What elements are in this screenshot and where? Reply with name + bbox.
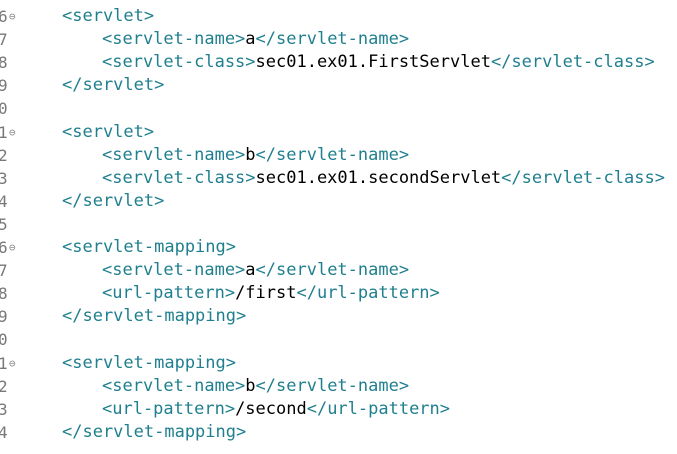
code-content: <servlet> — [62, 121, 154, 144]
code-content: <servlet-name>b</servlet-name> — [102, 144, 409, 167]
xml-text-value: b — [245, 144, 256, 165]
line-number: 3 — [0, 399, 8, 419]
xml-open-tag: </servlet> — [62, 190, 165, 211]
xml-open-tag: <servlet> — [62, 6, 155, 26]
xml-close-tag: </servlet-class> — [501, 167, 665, 188]
code-content: <servlet-name>a</servlet-name> — [102, 259, 409, 282]
line-number: 7 — [0, 261, 8, 281]
xml-close-tag: </url-pattern> — [306, 398, 451, 419]
xml-open-tag: <servlet-name> — [102, 29, 246, 50]
code-content: <url-pattern>/first</url-pattern> — [102, 282, 440, 305]
xml-open-tag: <servlet-class> — [102, 167, 256, 188]
xml-text-value: /first — [235, 283, 297, 304]
fold-toggle-icon[interactable]: ⊖ — [9, 10, 16, 23]
line-number: 9 — [0, 307, 8, 327]
xml-text-value: b — [245, 375, 256, 396]
xml-open-tag: </servlet-mapping> — [62, 306, 247, 327]
line-number: 2 — [0, 376, 8, 396]
code-content: <servlet> — [62, 5, 154, 28]
code-line[interactable]: 2 <servlet-name>b</servlet-name> — [0, 144, 677, 167]
line-number: 0 — [0, 99, 8, 119]
code-line[interactable]: 7 <servlet-name>a</servlet-name> — [0, 259, 677, 282]
line-number: 8 — [0, 284, 8, 304]
code-line[interactable]: 6⊖ <servlet> — [0, 5, 677, 28]
code-content: <servlet-class>sec01.ex01.secondServlet<… — [102, 167, 665, 190]
xml-text-value: /second — [235, 398, 307, 419]
xml-close-tag: </servlet-name> — [255, 375, 410, 396]
fold-toggle-icon[interactable]: ⊖ — [9, 125, 16, 139]
xml-open-tag: <url-pattern> — [102, 398, 236, 419]
xml-text-value: a — [245, 260, 256, 281]
code-content: <servlet-class>sec01.ex01.FirstServlet</… — [102, 51, 655, 74]
xml-close-tag: </servlet-class> — [490, 52, 655, 73]
xml-close-tag: </servlet-name> — [255, 29, 410, 50]
line-number: 6 — [0, 7, 8, 26]
line-number: 4 — [0, 191, 8, 211]
code-line[interactable]: 4 </servlet-mapping> — [0, 421, 677, 444]
code-line[interactable]: 4 </servlet> — [0, 190, 677, 213]
xml-text-value: a — [245, 29, 256, 50]
code-line[interactable]: 1⊖ <servlet> — [0, 121, 677, 144]
code-line[interactable]: 8 <servlet-class>sec01.ex01.FirstServlet<… — [0, 51, 677, 74]
fold-toggle-icon[interactable]: ⊖ — [9, 356, 16, 370]
xml-open-tag: <servlet-mapping> — [62, 237, 236, 257]
xml-open-tag: <servlet-mapping> — [62, 352, 236, 373]
line-number: 2 — [0, 145, 8, 165]
xml-open-tag: <servlet-class> — [102, 52, 256, 73]
code-line[interactable]: 9 </servlet> — [0, 74, 677, 97]
code-content: </servlet> — [62, 74, 164, 97]
code-content: <servlet-mapping> — [62, 236, 236, 259]
line-number: 8 — [0, 53, 8, 73]
code-content: <servlet-name>b</servlet-name> — [102, 375, 409, 398]
code-line[interactable]: 3 <url-pattern>/second</url-pattern> — [0, 398, 677, 421]
code-line[interactable]: 2 <servlet-name>b</servlet-name> — [0, 375, 677, 398]
code-line[interactable]: 8 <url-pattern>/first</url-pattern> — [0, 282, 677, 305]
line-number: 7 — [0, 30, 8, 50]
code-line[interactable]: 0 — [0, 328, 677, 351]
xml-open-tag: <servlet-name> — [102, 144, 246, 165]
xml-open-tag: <servlet> — [62, 121, 155, 142]
xml-open-tag: <servlet-name> — [102, 260, 246, 281]
code-content: </servlet> — [62, 190, 164, 213]
code-content: </servlet-mapping> — [62, 305, 246, 328]
xml-open-tag: </servlet> — [62, 75, 165, 96]
code-content: <url-pattern>/second</url-pattern> — [102, 398, 450, 421]
line-number: 4 — [0, 422, 8, 442]
code-line[interactable]: 7 <servlet-name>a</servlet-name> — [0, 28, 677, 51]
line-number: 3 — [0, 168, 8, 188]
xml-open-tag: <servlet-name> — [102, 375, 246, 396]
fold-toggle-icon[interactable]: ⊖ — [9, 241, 16, 254]
code-content: <servlet-name>a</servlet-name> — [102, 28, 409, 51]
line-number: 9 — [0, 76, 8, 96]
code-line[interactable]: 3 <servlet-class>sec01.ex01.secondServlet… — [0, 167, 677, 190]
xml-close-tag: </servlet-name> — [255, 144, 410, 165]
xml-close-tag: </servlet-name> — [255, 260, 410, 281]
xml-close-tag: </url-pattern> — [296, 283, 440, 304]
line-number: 0 — [0, 330, 8, 350]
line-number: 5 — [0, 214, 8, 234]
code-line[interactable]: 6⊖ <servlet-mapping> — [0, 236, 677, 259]
code-line[interactable]: 0 — [0, 97, 677, 120]
code-line[interactable]: 5 — [0, 213, 677, 236]
code-line[interactable]: 9 </servlet-mapping> — [0, 305, 677, 328]
line-number: 6 — [0, 238, 8, 257]
xml-text-value: sec01.ex01.FirstServlet — [255, 52, 491, 73]
xml-open-tag: <url-pattern> — [102, 283, 236, 304]
line-number: 1 — [0, 122, 8, 142]
line-number: 1 — [0, 353, 8, 373]
xml-text-value: sec01.ex01.secondServlet — [255, 167, 502, 188]
code-content: </servlet-mapping> — [62, 421, 246, 444]
code-line[interactable]: 1⊖ <servlet-mapping> — [0, 352, 677, 375]
xml-open-tag: </servlet-mapping> — [62, 421, 247, 442]
code-content: <servlet-mapping> — [62, 352, 236, 375]
